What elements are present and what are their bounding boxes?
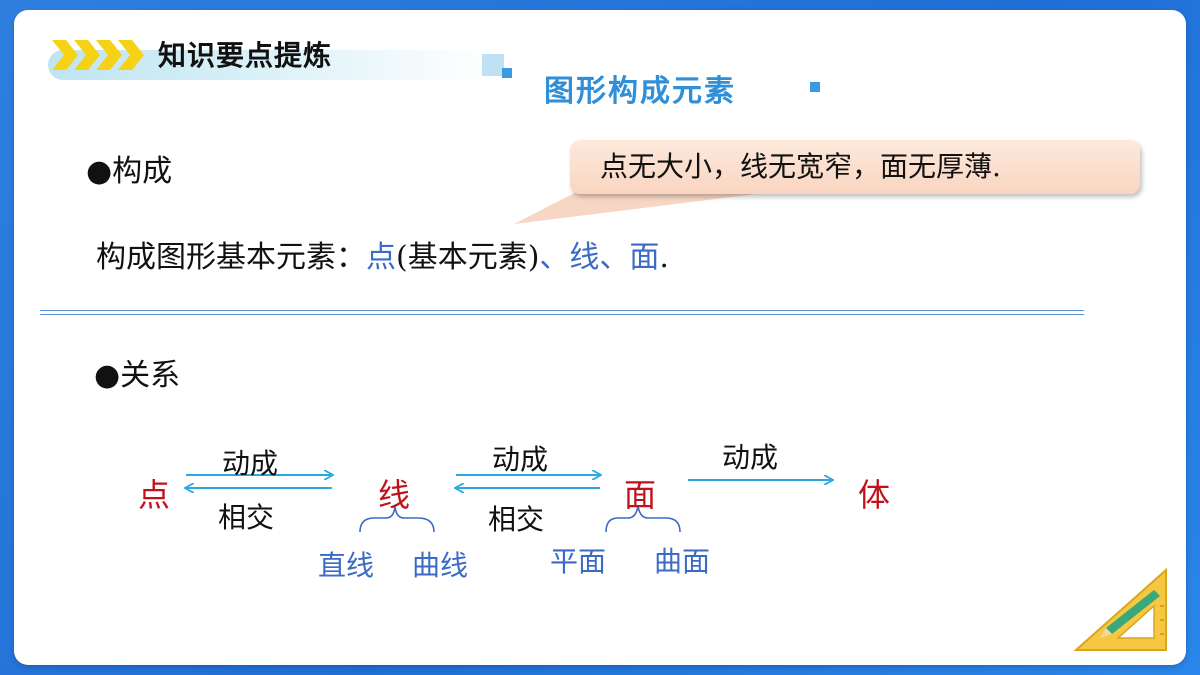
definition-end: . (659, 240, 669, 275)
page-title: 知识要点提炼 (158, 39, 333, 72)
section-divider-top (40, 310, 1084, 311)
label-straight-line: 直线 (318, 549, 375, 582)
label-curved-line: 曲线 (412, 549, 469, 582)
arrow-label-move-2: 动成 (492, 443, 549, 476)
section-title: 图形构成元素 (544, 74, 736, 109)
node-solid: 体 (858, 476, 891, 514)
node-line: 线 (378, 476, 411, 514)
slide-card: 知识要点提炼 图形构成元素 ●构成 点无大小，线无宽窄，面无厚薄. 构成图形基本… (14, 10, 1186, 665)
label-plane: 平面 (550, 545, 607, 578)
definition-sep-1: 、 (539, 240, 570, 275)
label-curved-surface: 曲面 (654, 545, 711, 578)
arrow-label-intersect-1: 相交 (218, 501, 275, 534)
arrow-label-move-3: 动成 (722, 441, 779, 474)
relation-heading: ●关系 (94, 358, 181, 393)
node-face: 面 (624, 476, 657, 514)
definition-prefix: 构成图形基本元素： (96, 240, 366, 275)
chevron-arrows-icon (52, 40, 144, 70)
node-point: 点 (138, 476, 171, 514)
definition-sep-2: 、 (599, 240, 630, 275)
arrow-label-intersect-2: 相交 (488, 503, 545, 536)
decor-square-light (482, 54, 504, 76)
brace-line-types (359, 505, 435, 533)
callout-tail (514, 188, 804, 224)
decor-square-right (810, 82, 820, 92)
relation-diagram (14, 10, 1186, 533)
arrow-label-move-1: 动成 (222, 447, 279, 480)
composition-heading: ●构成 (86, 154, 173, 189)
section-divider-bottom (40, 314, 1084, 315)
brace-face-types (605, 505, 681, 533)
definition-face: 面 (629, 240, 660, 275)
definition-point: 点 (366, 240, 396, 275)
callout-text: 点无大小，线无宽窄，面无厚薄. (600, 150, 1001, 183)
definition-point-note: (基本元素) (396, 240, 540, 275)
decor-square-left (502, 68, 512, 78)
definition-line-term: 线 (569, 240, 600, 275)
definition-line: 构成图形基本元素：点(基本元素)、线、面. (96, 232, 669, 276)
callout-note: 点无大小，线无宽窄，面无厚薄. (570, 140, 1140, 194)
